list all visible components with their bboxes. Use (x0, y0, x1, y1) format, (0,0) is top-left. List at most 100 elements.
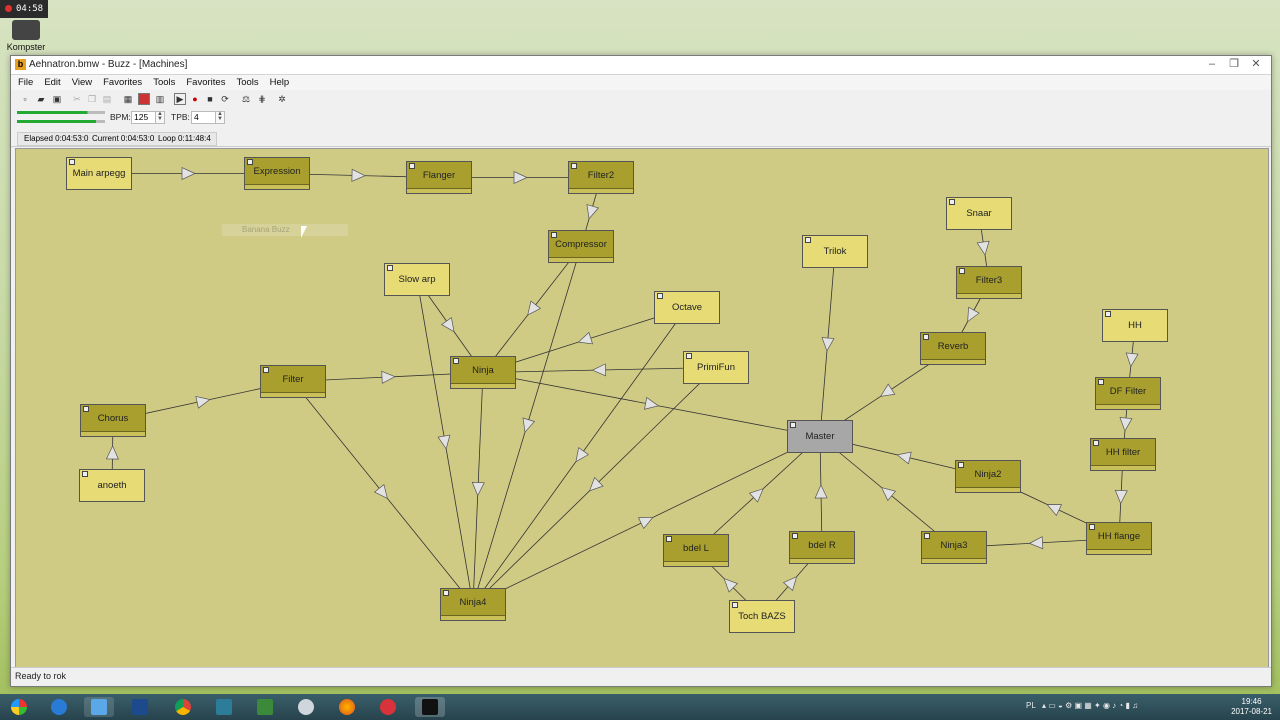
taskbar-ie[interactable] (44, 697, 74, 717)
bpm-spinner[interactable]: ▲▼ (155, 111, 165, 124)
wire-arrow-icon[interactable] (720, 574, 739, 593)
machine-led-icon[interactable] (949, 199, 955, 205)
pattern-grid-icon[interactable]: ⋕ (258, 94, 266, 104)
wire-arrow-icon[interactable] (523, 300, 542, 319)
wire-arrow-icon[interactable] (637, 512, 655, 530)
machine-led-icon[interactable] (263, 367, 269, 373)
desktop-icon-computer[interactable]: Kompster (6, 20, 46, 52)
machine-flanger[interactable]: Flanger (406, 161, 472, 194)
taskbar-chrome[interactable] (168, 697, 198, 717)
menu-view[interactable]: View (71, 77, 93, 88)
cpu-meter-icon[interactable]: ⚖ (241, 94, 251, 104)
machine-led-icon[interactable] (83, 406, 89, 412)
taskbar-clock[interactable]: 19:46 2017-08-21 (1231, 697, 1272, 717)
wire-arrow-icon[interactable] (471, 481, 485, 497)
machine-led-icon[interactable] (959, 268, 965, 274)
machine-chorus[interactable]: Chorus (80, 404, 146, 437)
wire-arrow-icon[interactable] (1119, 417, 1133, 432)
wire-arrow-icon[interactable] (976, 240, 991, 256)
machine-bdel-r[interactable]: bdel R (789, 531, 855, 564)
machine-led-icon[interactable] (387, 265, 393, 271)
tpb-spinner[interactable]: ▲▼ (215, 111, 225, 124)
menu-favorites[interactable]: Favorites (103, 77, 143, 88)
machine-led-icon[interactable] (551, 232, 557, 238)
wire-arrow-icon[interactable] (583, 204, 600, 221)
machine-led-icon[interactable] (82, 471, 88, 477)
wire-arrow-icon[interactable] (782, 573, 802, 592)
wire-arrow-icon[interactable] (437, 434, 452, 450)
wire-arrow-icon[interactable] (585, 476, 604, 496)
machine-octave[interactable]: Octave (654, 291, 720, 324)
machine-reverb[interactable]: Reverb (920, 332, 986, 365)
pattern-view-icon[interactable] (138, 93, 150, 105)
machine-led-icon[interactable] (1105, 311, 1111, 317)
machine-led-icon[interactable] (805, 237, 811, 243)
machine-slow-arp[interactable]: Slow arp (384, 263, 450, 296)
machine-filter3[interactable]: Filter3 (956, 266, 1022, 299)
machine-main-arpegg[interactable]: Main arpegg (66, 157, 132, 190)
machine-filter2[interactable]: Filter2 (568, 161, 634, 194)
machine-trilok[interactable]: Trilok (802, 235, 868, 268)
wire-arrow-icon[interactable] (373, 483, 393, 503)
wire-arrow-icon[interactable] (351, 168, 366, 182)
new-file-icon[interactable]: ▫ (23, 94, 27, 104)
machine-ninja2[interactable]: Ninja2 (955, 460, 1021, 493)
machine-ninja4[interactable]: Ninja4 (440, 588, 506, 621)
machine-snaar[interactable]: Snaar (946, 197, 1012, 230)
machine-led-icon[interactable] (453, 358, 459, 364)
sequence-view-icon[interactable]: ▥ (155, 94, 165, 104)
wire-arrow-icon[interactable] (381, 370, 396, 384)
wire-arrow-icon[interactable] (962, 306, 980, 324)
start-button[interactable] (4, 697, 34, 717)
copy-icon[interactable]: ❐ (87, 94, 97, 104)
wire-arrow-icon[interactable] (105, 445, 119, 460)
machine-master[interactable]: Master (787, 420, 853, 453)
machine-expression[interactable]: Expression (244, 157, 310, 190)
tpb-input[interactable]: 4 (191, 111, 217, 124)
machine-toch-bazs[interactable]: Toch BAZS (729, 600, 795, 633)
title-bar[interactable]: b Aehnatron.bmw - Buzz - [Machines] – ❐ … (11, 56, 1271, 75)
machines-view-icon[interactable]: ▦ (123, 94, 133, 104)
menu-tools[interactable]: Tools (153, 77, 176, 88)
machine-led-icon[interactable] (657, 293, 663, 299)
taskbar-firefox[interactable] (332, 697, 362, 717)
machine-ninja[interactable]: Ninja (450, 356, 516, 389)
wire-arrow-icon[interactable] (814, 484, 828, 499)
wire-arrow-icon[interactable] (440, 317, 459, 336)
machine-led-icon[interactable] (443, 590, 449, 596)
taskbar-terminal[interactable] (250, 697, 280, 717)
wire-arrow-icon[interactable] (577, 331, 594, 347)
machine-compressor[interactable]: Compressor (548, 230, 614, 263)
paste-icon[interactable]: ▤ (102, 94, 112, 104)
settings-icon[interactable]: ✲ (278, 94, 286, 104)
amp-slider[interactable] (17, 120, 105, 123)
taskbar-monitor[interactable] (209, 697, 239, 717)
wire-arrow-icon[interactable] (195, 394, 211, 409)
taskbar-app-red[interactable] (373, 697, 403, 717)
record-icon[interactable]: ● (192, 94, 198, 104)
machine-led-icon[interactable] (792, 533, 798, 539)
menu-file[interactable]: File (18, 77, 34, 88)
minimize-icon[interactable]: – (1208, 58, 1216, 70)
machine-led-icon[interactable] (1098, 379, 1104, 385)
menu-tools-2[interactable]: Tools (236, 77, 259, 88)
machine-primifun[interactable]: PrimiFun (683, 351, 749, 384)
open-folder-icon[interactable]: ▰ (37, 94, 45, 104)
wire-arrow-icon[interactable] (181, 166, 196, 181)
menu-help[interactable]: Help (269, 77, 290, 88)
machine-led-icon[interactable] (409, 163, 415, 169)
wire-arrow-icon[interactable] (748, 484, 768, 503)
wire-arrow-icon[interactable] (571, 447, 590, 466)
stop-icon[interactable]: ■ (207, 94, 213, 104)
machine-anoeth[interactable]: anoeth (79, 469, 145, 502)
wire-arrow-icon[interactable] (1114, 489, 1128, 505)
wire-arrow-icon[interactable] (878, 483, 897, 502)
wire-arrow-icon[interactable] (821, 337, 835, 352)
close-icon[interactable]: ✕ (1251, 58, 1261, 70)
taskbar-buzz[interactable] (415, 697, 445, 717)
machine-led-icon[interactable] (247, 159, 253, 165)
menu-favorites-2[interactable]: Favorites (186, 77, 226, 88)
machine-ninja3[interactable]: Ninja3 (921, 531, 987, 564)
loop-icon[interactable]: ⟳ (221, 94, 229, 104)
machine-filter[interactable]: Filter (260, 365, 326, 398)
